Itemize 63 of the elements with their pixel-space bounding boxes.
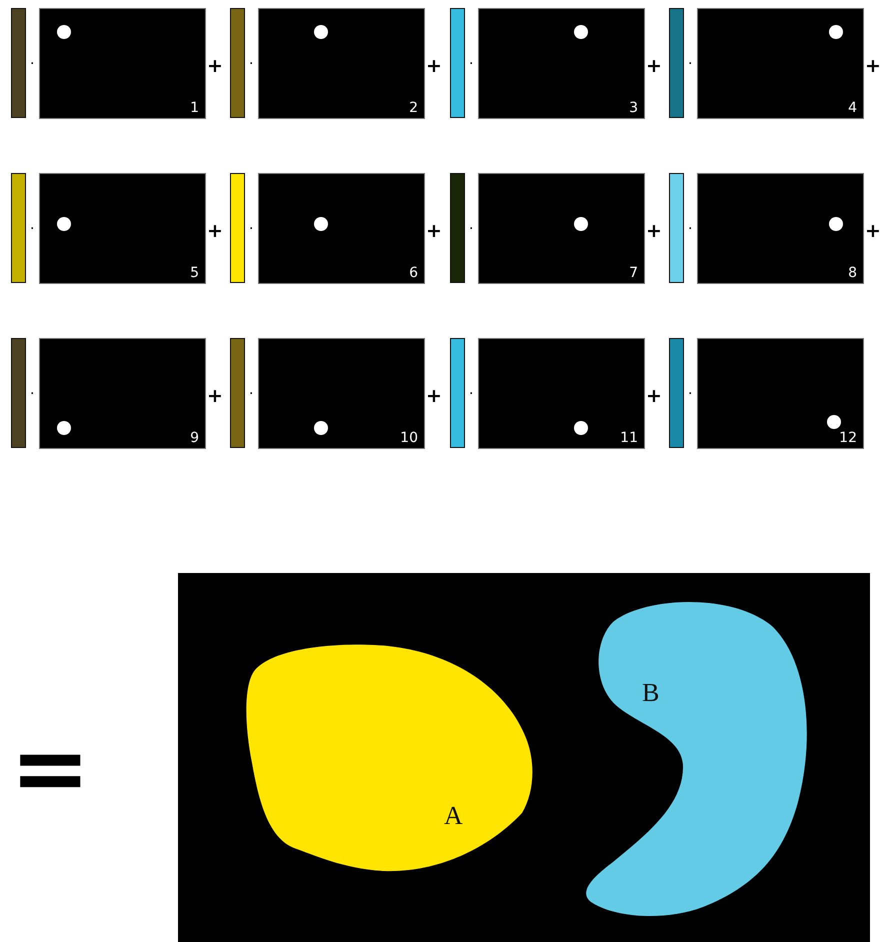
multiply-sign: ·: [30, 222, 34, 236]
plus-sign: +: [865, 222, 880, 241]
image-panel: [258, 338, 425, 449]
plus-sign: +: [426, 387, 442, 406]
multiply-sign: ·: [688, 222, 692, 236]
panel-number: 12: [839, 430, 857, 446]
result-panel: [178, 573, 870, 942]
multiply-sign: ·: [249, 57, 254, 71]
color-bar: [230, 338, 245, 448]
image-panel: [697, 173, 864, 284]
multiply-sign: ·: [249, 387, 254, 401]
panel-number: 9: [190, 430, 199, 446]
color-bar: [11, 8, 26, 118]
panel-number: 4: [848, 100, 857, 116]
color-bar: [450, 8, 465, 118]
color-bar: [450, 173, 465, 283]
multiply-sign: ·: [469, 57, 474, 71]
panel-number: 5: [190, 265, 199, 281]
image-panel: [478, 173, 645, 284]
multiply-sign: ·: [688, 387, 692, 401]
multiply-sign: ·: [469, 222, 474, 236]
color-bar: [669, 173, 684, 283]
color-bar: [450, 338, 465, 448]
equals-sign: =: [10, 720, 90, 816]
plus-sign: +: [646, 222, 662, 241]
panel-number: 3: [629, 100, 638, 116]
plus-sign: +: [646, 387, 662, 406]
image-panel: [39, 8, 206, 119]
image-panel: [478, 338, 645, 449]
plus-sign: +: [646, 57, 662, 76]
panel-number: 6: [409, 265, 418, 281]
image-panel: [39, 338, 206, 449]
plus-sign: +: [426, 222, 442, 241]
image-panel: [258, 173, 425, 284]
region-label: B: [642, 680, 660, 706]
multiply-sign: ·: [249, 222, 254, 236]
color-bar: [230, 8, 245, 118]
plus-sign: +: [207, 57, 223, 76]
image-panel: [258, 8, 425, 119]
color-bar: [669, 338, 684, 448]
color-bar: [11, 338, 26, 448]
image-panel: [39, 173, 206, 284]
image-panel: [697, 8, 864, 119]
image-panel: [697, 338, 864, 449]
multiply-sign: ·: [688, 57, 692, 71]
panel-number: 11: [620, 430, 638, 446]
panel-number: 10: [400, 430, 418, 446]
plus-sign: +: [207, 222, 223, 241]
multiply-sign: ·: [30, 57, 34, 71]
multiply-sign: ·: [469, 387, 474, 401]
plus-sign: +: [865, 57, 880, 76]
color-bar: [669, 8, 684, 118]
multiply-sign: ·: [30, 387, 34, 401]
region-label: A: [444, 803, 463, 829]
image-panel: [478, 8, 645, 119]
panel-number: 8: [848, 265, 857, 281]
plus-sign: +: [207, 387, 223, 406]
panel-number: 2: [409, 100, 418, 116]
color-bar: [230, 173, 245, 283]
panel-number: 1: [190, 100, 199, 116]
color-bar: [11, 173, 26, 283]
plus-sign: +: [426, 57, 442, 76]
panel-number: 7: [629, 265, 638, 281]
